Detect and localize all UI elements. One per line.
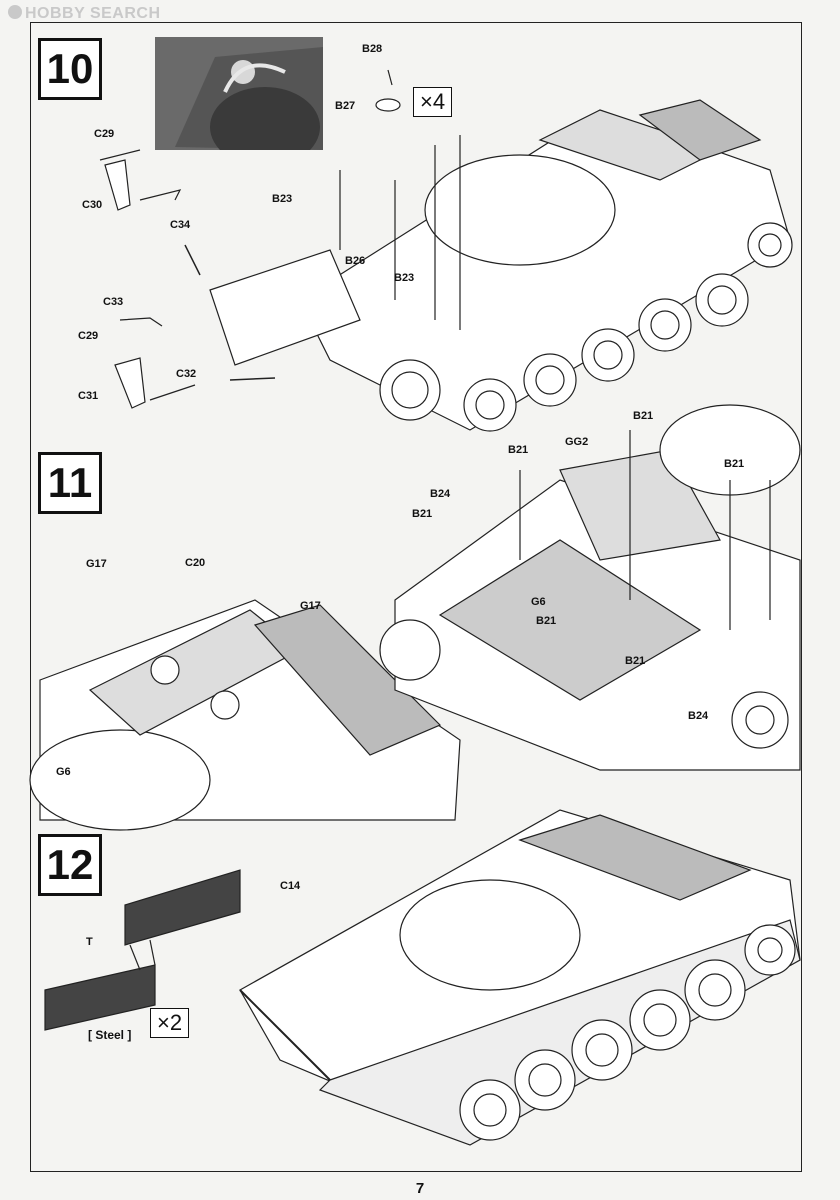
part-label: B24 (430, 488, 451, 500)
part-label: B21 (633, 410, 654, 422)
hobby-search-logo-icon (8, 5, 22, 19)
part-label: C31 (78, 390, 99, 402)
part-label: C29 (94, 128, 115, 140)
part-label: B21 (508, 444, 529, 456)
part-label: G6 (56, 766, 71, 778)
part-label: G17 (86, 558, 107, 570)
part-label: B28 (362, 43, 383, 55)
quantity-multiplier: ×4 (413, 87, 453, 117)
part-label: C33 (103, 296, 124, 308)
steel-note: [ Steel ] (88, 1028, 132, 1042)
part-label: T (86, 936, 93, 948)
road-wheel-row-step10 (463, 222, 793, 432)
part-label: G6 (531, 596, 546, 608)
step11-right-hull-drawing (379, 404, 801, 771)
part-label: B27 (335, 100, 356, 112)
part-label: C30 (82, 199, 103, 211)
page-number: 7 (415, 1180, 425, 1197)
step11-left-hull-drawing (29, 599, 461, 831)
step10-sub-parts (99, 69, 401, 409)
part-label: B21 (536, 615, 557, 627)
part-label: B21 (412, 508, 433, 520)
part-label: G17 (300, 600, 321, 612)
part-label: B26 (345, 255, 366, 267)
part-label: B24 (688, 710, 709, 722)
page-frame (30, 22, 802, 1172)
road-wheel-row-step12 (459, 924, 796, 1141)
step12-hull-drawing (239, 809, 801, 1146)
step10-hull-drawing (209, 99, 793, 432)
detail-photo (155, 37, 323, 150)
step12-track-links (44, 869, 241, 1031)
part-label: C32 (176, 368, 197, 380)
part-label: C29 (78, 330, 99, 342)
part-label: B21 (625, 655, 646, 667)
part-label: C34 (170, 219, 191, 231)
part-label: GG2 (565, 436, 589, 448)
step-number-12: 12 (38, 834, 102, 896)
photo-detail-icon (155, 37, 323, 150)
step-number-11: 11 (38, 452, 102, 514)
quantity-multiplier: ×2 (150, 1008, 190, 1038)
part-label: C14 (280, 880, 301, 892)
part-label: B23 (394, 272, 415, 284)
step-number-10: 10 (38, 38, 102, 100)
part-label: C20 (185, 557, 206, 569)
part-label: B23 (272, 193, 293, 205)
hobby-search-watermark: HOBBY SEARCH (8, 5, 161, 23)
part-label: B21 (724, 458, 745, 470)
